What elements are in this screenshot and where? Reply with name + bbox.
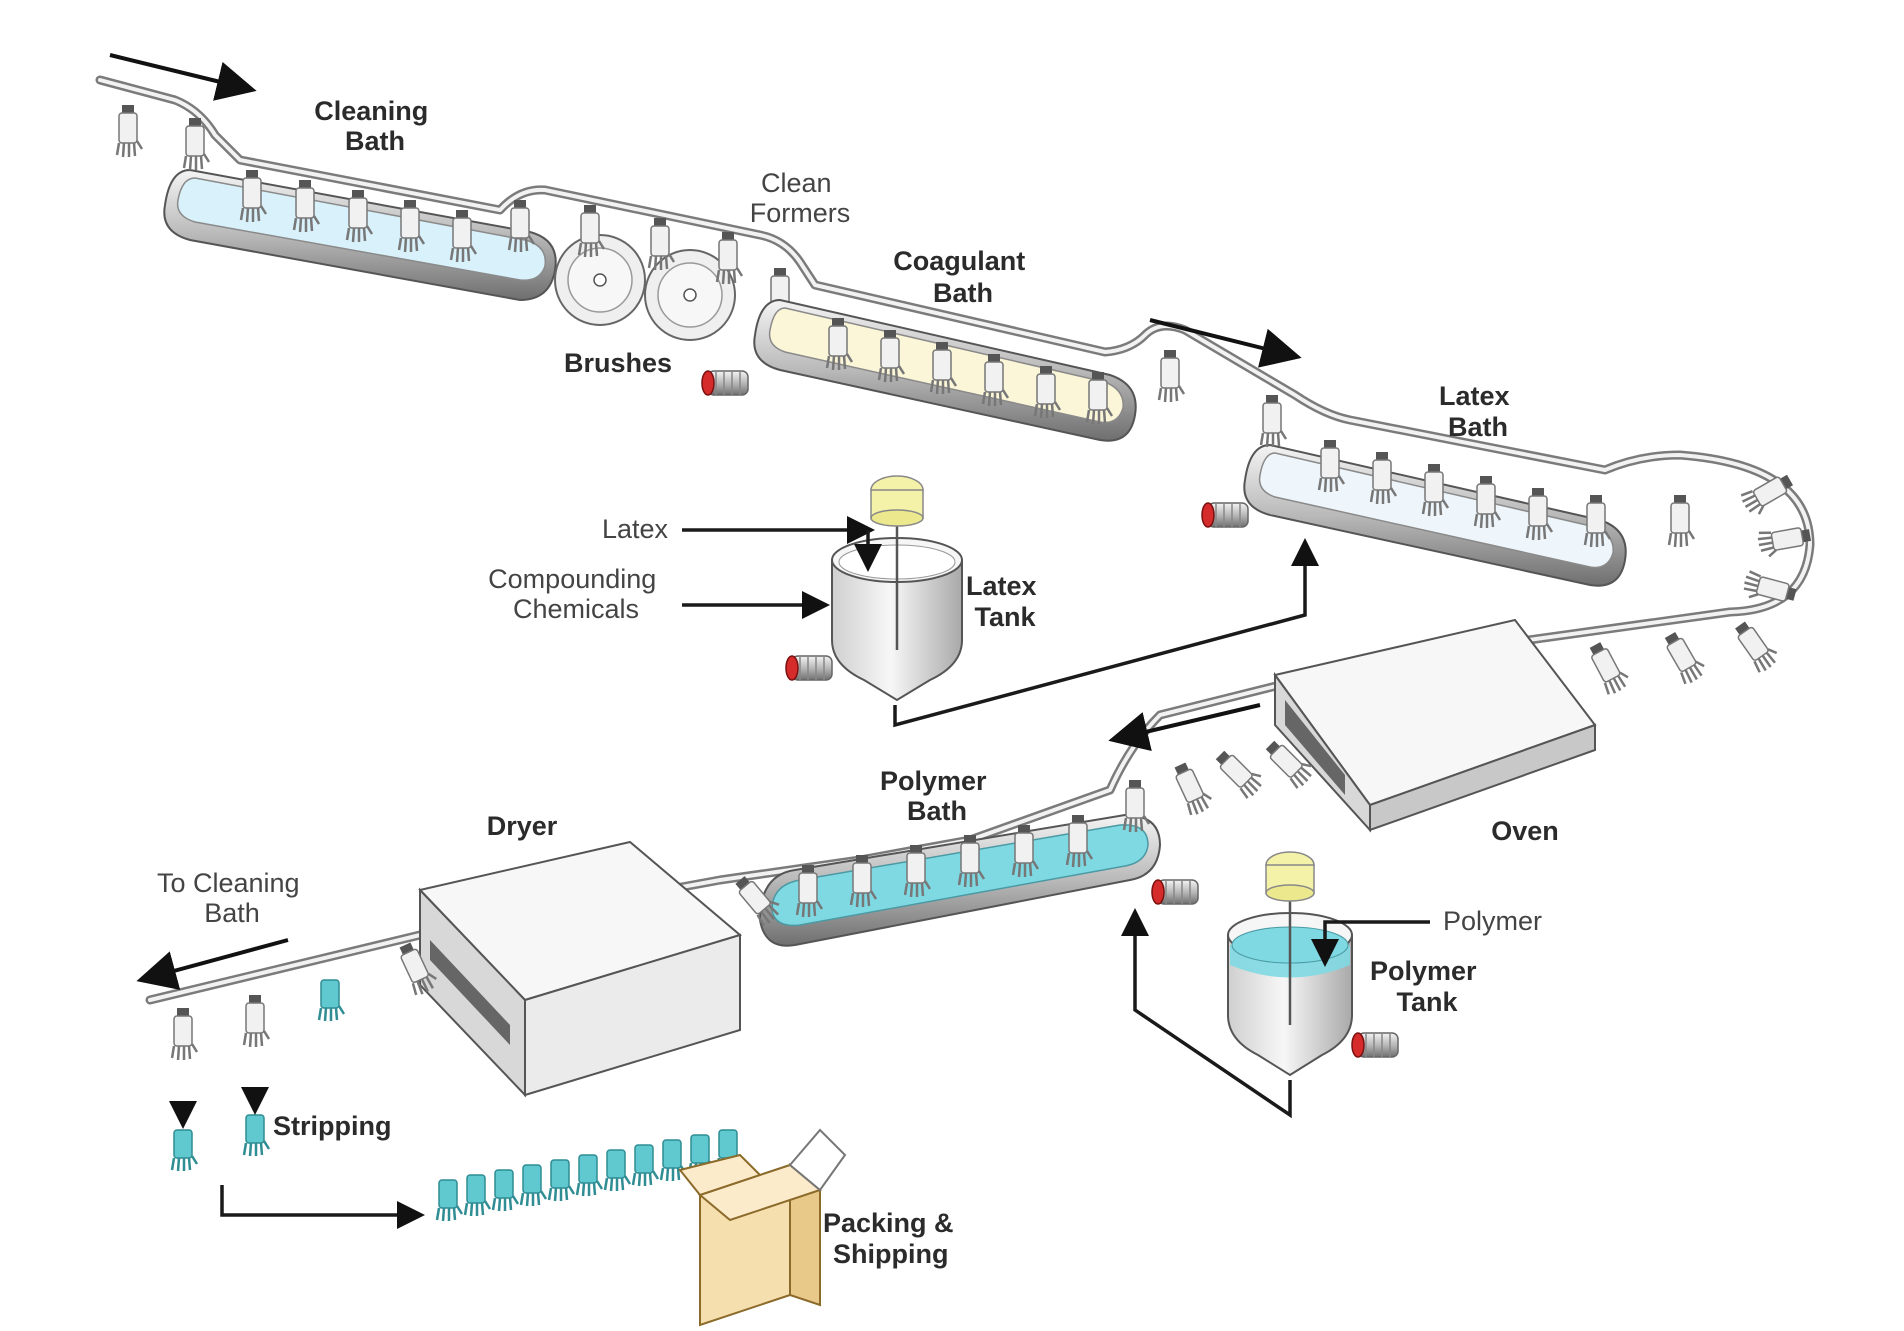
label-polymer-bath: Polymer Bath: [880, 766, 994, 826]
label-cleaning-bath: Cleaning Bath: [314, 96, 436, 156]
label-packing-shipping: Packing & Shipping: [823, 1208, 961, 1269]
label-polymer-bath-line1: Polymer: [880, 766, 987, 796]
coagulant-valve: [701, 370, 749, 396]
label-latex-input: Latex: [602, 514, 669, 544]
label-clean-formers-line1: Clean: [761, 168, 832, 198]
label-clean-formers: Clean Formers: [750, 168, 851, 228]
flow-arrow-oven: [1108, 703, 1261, 752]
latex-tank: [831, 475, 963, 702]
label-stripping: Stripping: [273, 1111, 391, 1141]
label-clean-formers-line2: Formers: [750, 198, 851, 228]
curing-gloves-curve: [1584, 469, 1814, 698]
label-to-cleaning-bath-line2: Bath: [204, 898, 260, 928]
dryer: [418, 840, 743, 1098]
shipping-carton: [678, 1128, 847, 1327]
brushes: [554, 234, 736, 341]
label-to-cleaning-bath: To Cleaning Bath: [157, 868, 307, 928]
label-latex-tank-line2: Tank: [974, 602, 1036, 632]
to-packing-arrow: [220, 1185, 425, 1229]
label-compounding-chemicals-line1: Compounding: [488, 564, 656, 594]
label-coagulant-bath: Coagulant Bath: [893, 246, 1033, 308]
label-compounding-chemicals-line2: Chemicals: [513, 594, 639, 624]
label-compounding-chemicals: Compounding Chemicals: [488, 564, 664, 624]
flow-arrow-top: [109, 53, 257, 101]
latex-bath-valve: [1201, 502, 1249, 528]
stripped-gloves: [170, 1113, 271, 1173]
label-polymer-tank-line1: Polymer: [1370, 956, 1477, 986]
polymer-feed-line: [1121, 908, 1292, 1119]
polymer-bath-valve: [1151, 879, 1199, 905]
label-brushes: Brushes: [564, 348, 672, 378]
flow-arrow-middle: [1149, 318, 1302, 368]
label-latex-bath-line1: Latex: [1439, 381, 1510, 411]
label-polymer-input: Polymer: [1443, 906, 1542, 936]
label-coagulant-bath-line2: Bath: [933, 278, 993, 308]
label-coagulant-bath-line1: Coagulant: [893, 246, 1025, 276]
label-packing-shipping-line2: Shipping: [833, 1239, 948, 1269]
polymer-tank-valve: [1351, 1032, 1399, 1058]
oven: [1273, 618, 1597, 833]
conveyor-rail: [95, 75, 1815, 1005]
label-packing-shipping-line1: Packing &: [823, 1208, 954, 1238]
label-cleaning-bath-line1: Cleaning: [314, 96, 428, 126]
label-polymer-bath-line2: Bath: [907, 796, 967, 826]
label-latex-tank: Latex Tank: [966, 571, 1044, 632]
label-oven: Oven: [1491, 816, 1559, 846]
label-latex-bath-line2: Bath: [1448, 412, 1508, 442]
label-latex-tank-line1: Latex: [966, 571, 1037, 601]
label-dryer: Dryer: [487, 811, 558, 841]
label-polymer-tank-line2: Tank: [1396, 987, 1458, 1017]
label-latex-bath: Latex Bath: [1439, 381, 1517, 442]
label-cleaning-bath-line2: Bath: [345, 126, 405, 156]
latex-tank-valve: [785, 655, 833, 681]
label-to-cleaning-bath-line1: To Cleaning: [157, 868, 300, 898]
label-polymer-tank: Polymer Tank: [1370, 956, 1484, 1017]
polymer-tank: [1227, 851, 1353, 1077]
dried-gloves: [170, 937, 441, 1062]
polymer-input-arrow: [1311, 920, 1430, 967]
flow-arrow-exit: [136, 938, 289, 990]
latex-feed-line: [893, 538, 1319, 728]
